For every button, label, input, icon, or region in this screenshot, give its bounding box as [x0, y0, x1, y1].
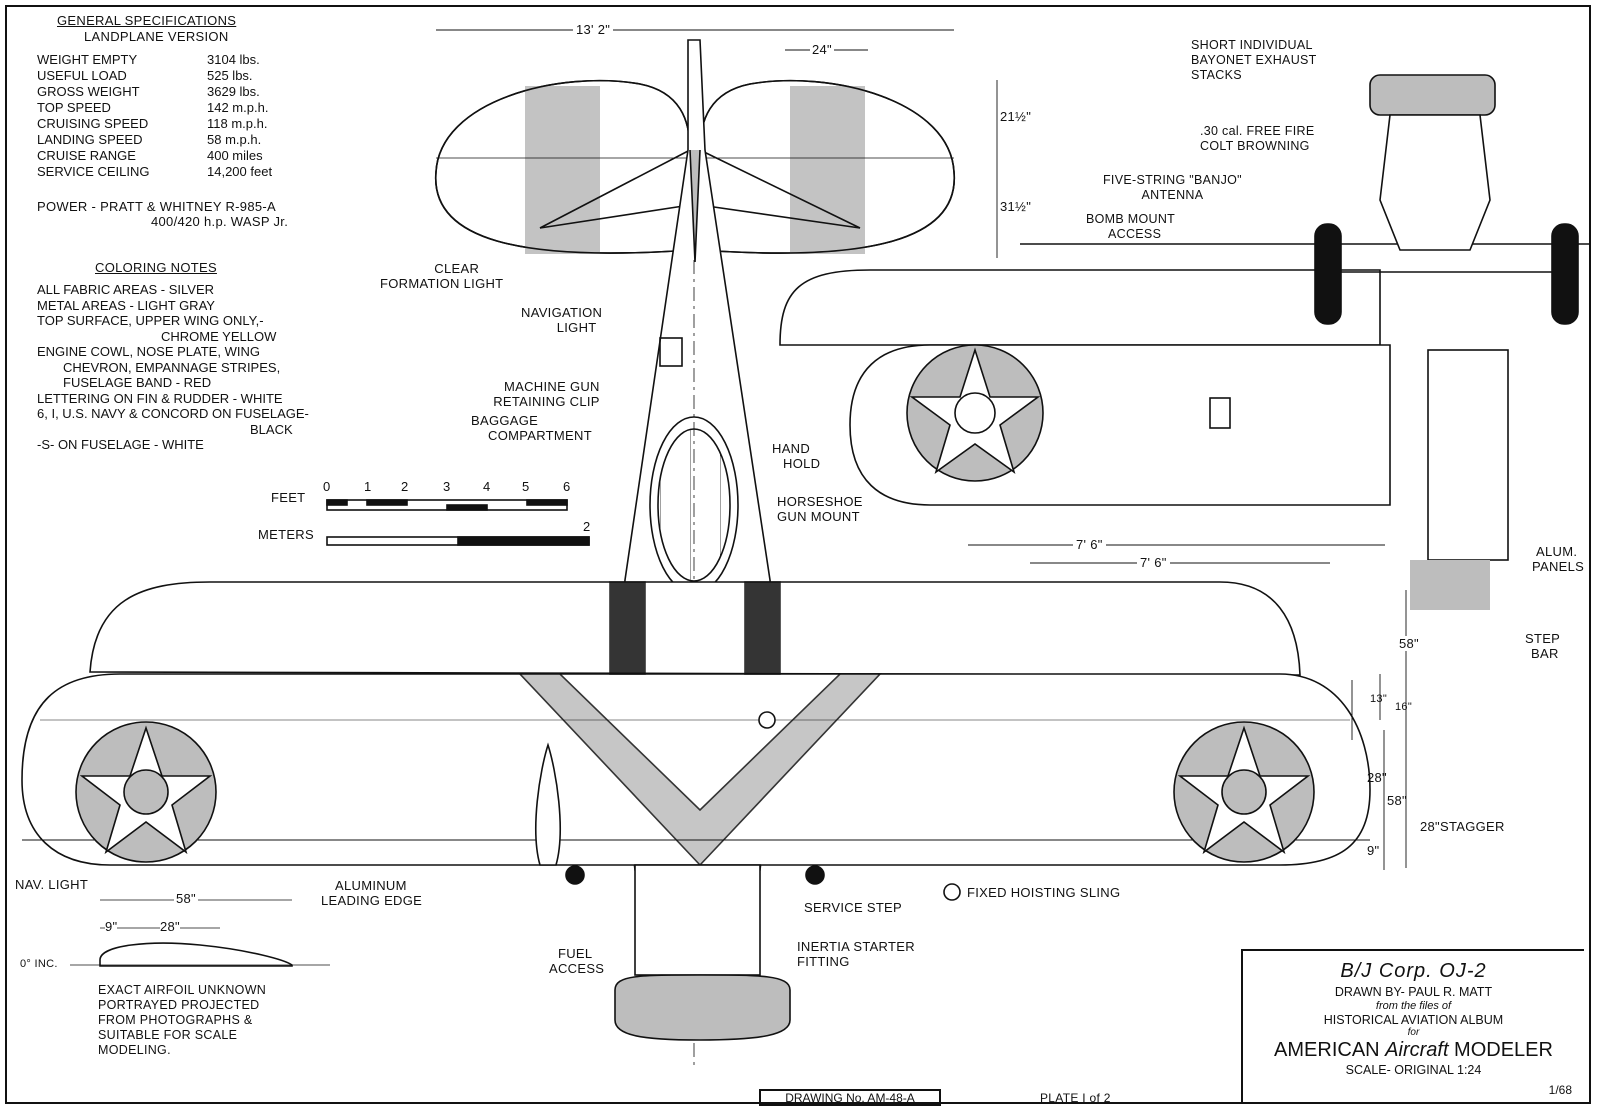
dim-58-small: 58" [1387, 793, 1407, 808]
aircraft-name: B/J Corp. OJ-2 [1340, 960, 1487, 982]
dim-28: 28" [1367, 770, 1387, 785]
power-line2: 400/420 h.p. WASP Jr. [151, 214, 289, 229]
feet-tick: 3 [443, 479, 451, 494]
meters-tick: 2 [583, 519, 591, 534]
sheet-border [5, 5, 1591, 1104]
dim-13: 13" [1370, 693, 1388, 705]
feet-tick: 0 [323, 479, 331, 494]
dim-7-6-a: 7' 6" [1073, 537, 1106, 552]
feet-tick: 6 [563, 479, 571, 494]
callout-service-step: SERVICE STEP [804, 900, 903, 915]
album-name: HISTORICAL AVIATION ALBUM [1323, 1013, 1504, 1027]
wing-plan [21, 581, 1371, 885]
hoisting-legend-mark [943, 883, 961, 901]
callout-banjo: FIVE-STRING "BANJO"ANTENNA [1103, 173, 1242, 202]
magazine-name: AMERICAN Aircraft MODELER [1274, 1039, 1553, 1061]
dim-24: 24" [810, 42, 834, 57]
dimension-lines [436, 29, 1407, 870]
dim-7-6-b: 7' 6" [1137, 555, 1170, 570]
for-label: for [1407, 1027, 1420, 1038]
specs-heading: GENERAL SPECIFICATIONS [57, 13, 237, 28]
specs-subheading: LANDPLANE VERSION [84, 29, 229, 44]
drawing-number: DRAWING No. AM-48-A [759, 1089, 941, 1106]
power-line1: POWER - PRATT & WHITNEY R-985-A [37, 199, 276, 214]
meters-label: METERS [258, 527, 314, 542]
dim-9: 9" [1367, 843, 1380, 858]
drawn-by: DRAWN BY- PAUL R. MATT [1334, 985, 1493, 999]
dim-31: 31½" [1000, 199, 1032, 214]
feet-tick: 5 [522, 479, 530, 494]
airfoil-9: 9" [105, 919, 118, 934]
scale-bar [326, 499, 590, 546]
dim-58-right: 58" [1399, 636, 1419, 651]
coloring-notes: ALL FABRIC AREAS - SILVER METAL AREAS - … [37, 282, 309, 452]
feet-tick: 1 [364, 479, 372, 494]
airfoil-chord: 58" [174, 891, 198, 906]
feet-tick: 4 [483, 479, 491, 494]
feet-label: FEET [271, 490, 306, 505]
front-view [779, 74, 1590, 610]
feet-tick: 2 [401, 479, 409, 494]
callout-nav-light: NAV. LIGHT [15, 877, 89, 892]
incidence-label: 0° INC. [20, 958, 58, 970]
plate-number: PLATE I of 2 [1040, 1091, 1111, 1105]
dim-21: 21½" [1000, 109, 1032, 124]
dim-stagger: 28"STAGGER [1420, 819, 1505, 834]
airfoil-28: 28" [160, 919, 180, 934]
date-label: 1/68 [1548, 1083, 1572, 1097]
coloring-heading: COLORING NOTES [95, 260, 217, 275]
dim-16: 16" [1395, 701, 1413, 713]
dim-tail-span: 13' 2" [573, 22, 614, 37]
callout-hoisting: FIXED HOISTING SLING [967, 885, 1121, 900]
hoisting-sling-mark [758, 711, 776, 729]
engine-plan [614, 864, 791, 1041]
title-block: B/J Corp. OJ-2 DRAWN BY- PAUL R. MATT fr… [1241, 949, 1584, 1104]
from-files: from the files of [1375, 1000, 1452, 1012]
callout-alum-panels: ALUM.PANELS [1532, 544, 1585, 574]
horizontal-stabilizer [435, 79, 955, 254]
scale-label: SCALE- ORIGINAL 1:24 [1345, 1063, 1482, 1077]
